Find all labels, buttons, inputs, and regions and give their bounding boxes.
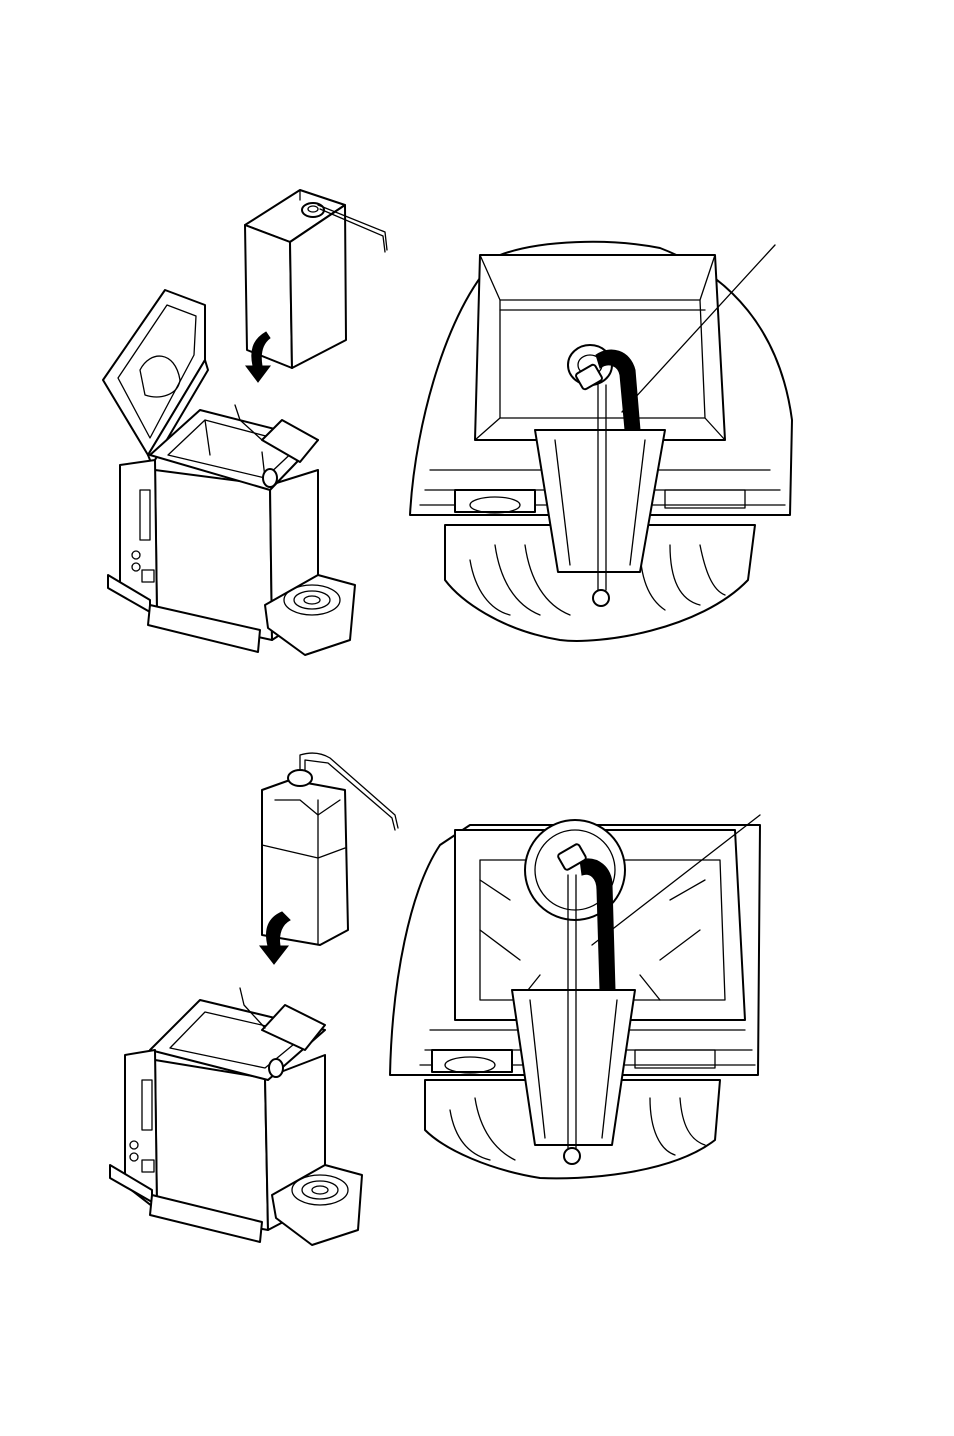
carton-closeup-figure <box>410 242 792 641</box>
bottle-closeup-figure <box>390 815 760 1178</box>
carton-insertion-figure <box>103 190 387 655</box>
bottle-insertion-figure <box>110 753 398 1245</box>
dispenser-machine-closed <box>110 988 362 1245</box>
